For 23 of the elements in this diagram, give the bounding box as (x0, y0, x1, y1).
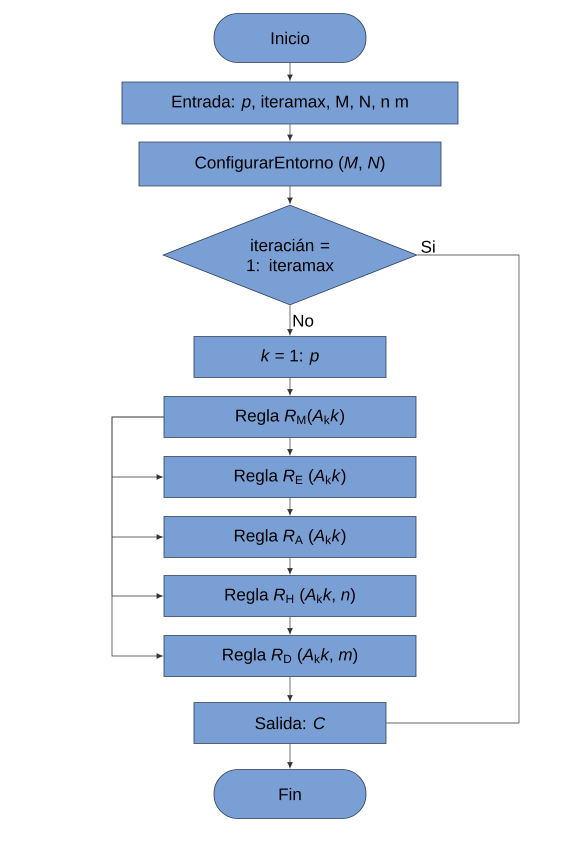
process-box: Regla R$_{H}$ (A$_{k}$k, n) (164, 575, 416, 617)
arrow (287, 62, 293, 81)
edge-label: Si (420, 239, 437, 254)
process-box: Regla R$_{E}$ (A$_{k}$k) (164, 456, 416, 498)
process-box: Salida: C (194, 702, 386, 744)
arrow (287, 676, 293, 702)
process-box: Regla R$_{M}$(A$_{k}$k) (164, 396, 416, 438)
arrow (112, 416, 164, 659)
edge-label: No (291, 314, 315, 328)
arrow (287, 498, 293, 516)
process-box: k = 1: p (194, 336, 386, 378)
process-box: ConfigurarEntorno (M, N) (138, 142, 442, 186)
arrow (287, 186, 293, 204)
arrow (287, 124, 293, 141)
process-box: Regla R$_{D}$ (A$_{k}$k, m) (164, 635, 416, 677)
arrow (287, 305, 293, 336)
arrow (287, 744, 293, 768)
arrow (287, 558, 293, 574)
arrow (287, 378, 293, 396)
process-box: Entrada: p, iteramax, M, N, n m (122, 82, 458, 124)
arrow (287, 616, 293, 634)
process-box: Regla R$_{A}$ (A$_{k}$k) (164, 516, 416, 558)
arrow (287, 438, 293, 456)
